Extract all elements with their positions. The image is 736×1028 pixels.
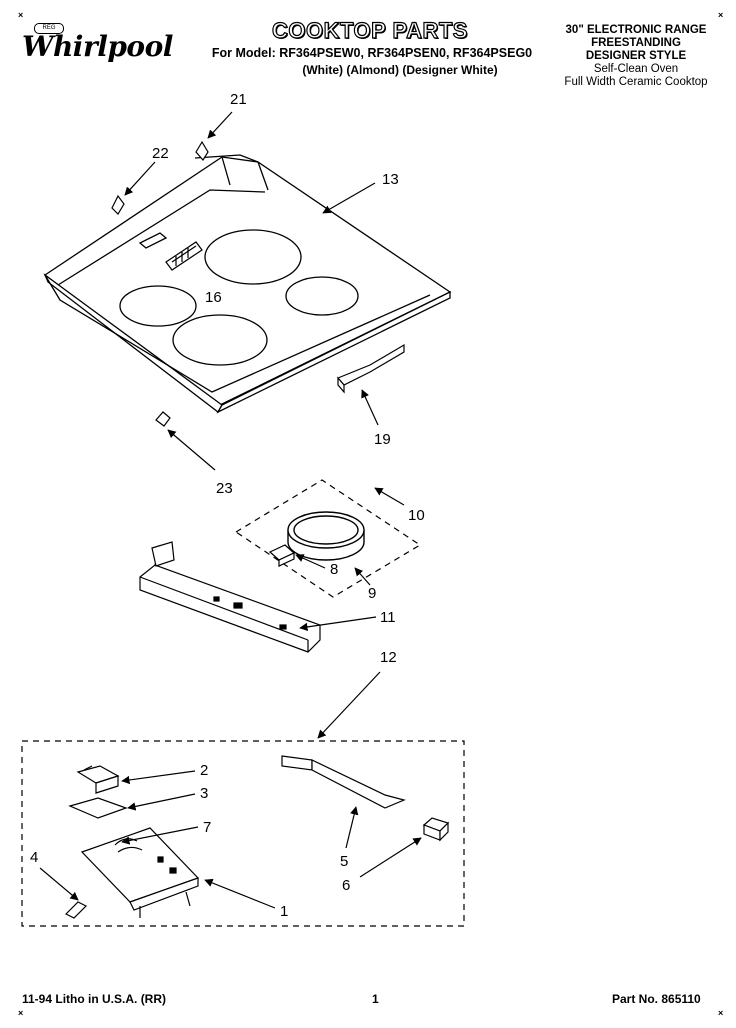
whirlpool-logo: Whirlpool xyxy=(22,30,173,63)
burner-small-right xyxy=(285,276,359,316)
cooktop-assembly xyxy=(43,154,452,414)
part-22-clip xyxy=(111,194,125,215)
footer-part-number: Part No. 865110 xyxy=(612,992,701,1006)
label-3: 3 xyxy=(200,785,208,802)
leader-13 xyxy=(322,182,376,214)
leader-3 xyxy=(127,793,196,811)
label-22: 22 xyxy=(152,145,169,162)
part-21-clip xyxy=(195,140,209,162)
label-19: 19 xyxy=(374,431,391,448)
part-16-connector xyxy=(165,241,203,271)
leader-23 xyxy=(167,429,216,471)
burner-large-rear xyxy=(204,229,302,285)
part-12-dashed-box xyxy=(21,740,465,927)
desc-line-2: FREESTANDING xyxy=(591,37,681,49)
label-11: 11 xyxy=(380,609,396,626)
part-19-bracket xyxy=(337,343,405,394)
leader-4 xyxy=(39,867,79,901)
leader-8 xyxy=(295,554,326,569)
desc-line-5: Full Width Ceramic Cooktop xyxy=(564,76,708,88)
part-1-control-board xyxy=(80,827,200,918)
burner-small-left xyxy=(119,285,197,327)
model-line: For Model: RF364PSEW0, RF364PSEN0, RF364… xyxy=(211,46,533,60)
corner-mark-bl: × xyxy=(18,1008,24,1018)
label-4: 4 xyxy=(30,849,38,866)
corner-mark-tl: × xyxy=(18,10,24,20)
label-9: 9 xyxy=(368,585,376,602)
burner-large-front xyxy=(172,314,268,366)
part-11-rail xyxy=(139,541,321,653)
part-4-clip xyxy=(64,901,88,919)
label-6: 6 xyxy=(342,877,350,894)
label-8: 8 xyxy=(330,561,338,578)
desc-line-3: DESIGNER STYLE xyxy=(585,50,687,62)
colors-line: (White) (Almond) (Designer White) xyxy=(302,63,498,77)
corner-mark-br: × xyxy=(718,1008,724,1018)
corner-mark-tr: × xyxy=(718,10,724,20)
part-6-connector xyxy=(422,817,450,842)
label-12: 12 xyxy=(380,649,397,666)
leader-12 xyxy=(317,671,381,739)
leader-21 xyxy=(207,111,233,139)
label-23: 23 xyxy=(216,480,233,497)
registered-mark: REG xyxy=(34,23,64,34)
part-23-clip xyxy=(155,411,171,427)
label-7: 7 xyxy=(203,819,211,836)
leader-10 xyxy=(374,487,405,506)
desc-line-1: 30" ELECTRONIC RANGE xyxy=(565,24,707,36)
leader-7 xyxy=(121,826,199,845)
label-13: 13 xyxy=(382,171,399,188)
leader-19 xyxy=(361,389,379,426)
leader-5 xyxy=(345,806,359,849)
cooktop-slot xyxy=(138,232,168,249)
part-3-insulator xyxy=(68,797,128,819)
part-10-dashed-box xyxy=(234,479,422,598)
leader-9 xyxy=(354,567,371,586)
leader-22 xyxy=(124,161,156,196)
label-21: 21 xyxy=(230,91,247,108)
part-2-switch xyxy=(76,765,120,794)
leader-11 xyxy=(299,616,377,632)
page-title: COOKTOP PARTS xyxy=(271,17,468,43)
desc-line-4: Self-Clean Oven xyxy=(593,63,679,75)
part-8-limiter xyxy=(268,544,296,567)
leader-2 xyxy=(121,770,196,785)
footer-page-number: 1 xyxy=(372,992,379,1006)
label-5: 5 xyxy=(340,853,348,870)
part-9-element xyxy=(287,511,365,561)
leader-6 xyxy=(359,837,422,878)
label-2: 2 xyxy=(200,762,208,779)
part-5-bracket xyxy=(281,755,406,809)
leader-1 xyxy=(204,878,276,909)
label-10: 10 xyxy=(408,507,425,524)
label-1: 1 xyxy=(280,903,288,920)
footer-litho: 11-94 Litho in U.S.A. (RR) xyxy=(22,992,167,1006)
label-16: 16 xyxy=(205,289,222,306)
